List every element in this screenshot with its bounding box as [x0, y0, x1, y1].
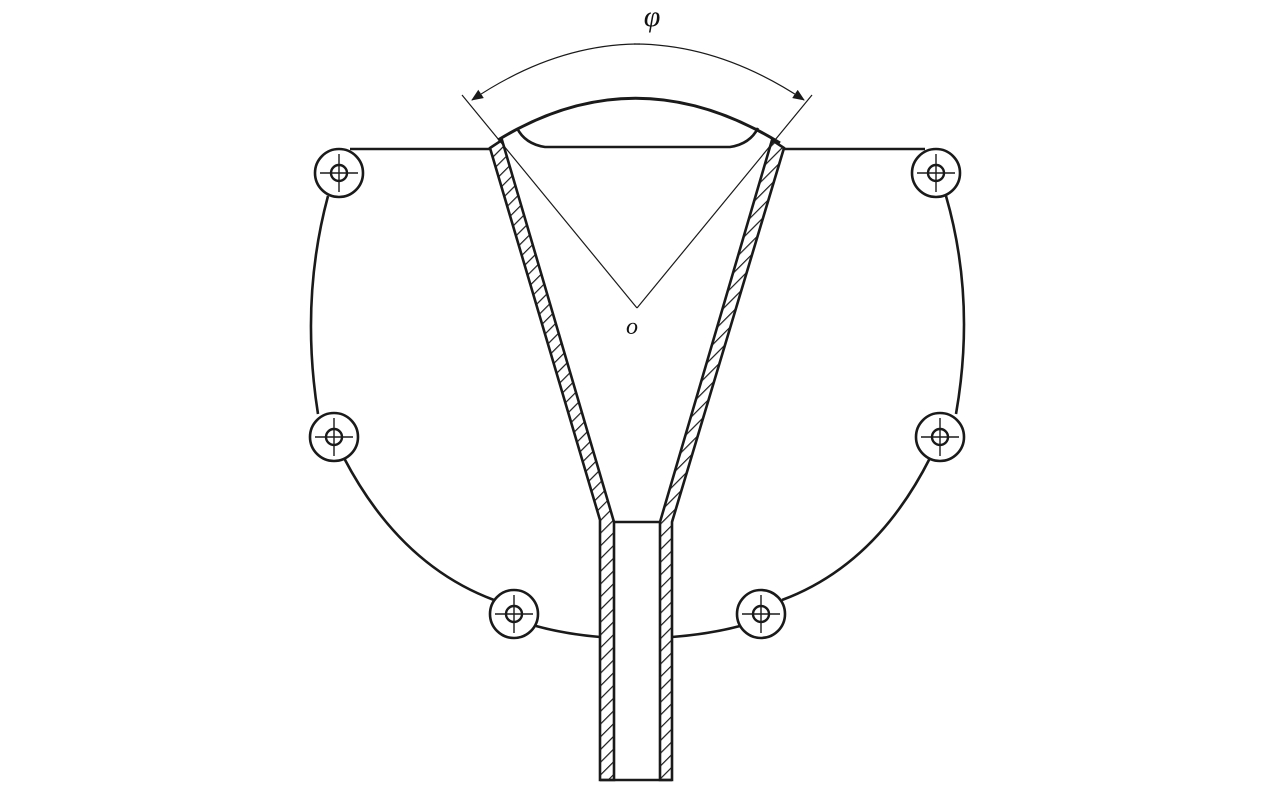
housing-outline	[309, 147, 966, 639]
angle-construction-lines	[461, 43, 813, 309]
center-label: o	[626, 314, 638, 340]
bolt-hole	[735, 588, 787, 640]
bolt-hole	[910, 147, 962, 199]
left-wall	[488, 137, 616, 782]
bolt-holes	[308, 147, 966, 640]
right-wall	[658, 137, 786, 782]
bolt-hole	[914, 411, 966, 463]
angle-label: φ	[644, 0, 661, 33]
funnel-walls	[488, 137, 786, 782]
bolt-hole	[313, 147, 365, 199]
bolt-hole	[488, 588, 540, 640]
top-cap	[497, 96, 781, 149]
bolt-hole	[308, 411, 360, 463]
